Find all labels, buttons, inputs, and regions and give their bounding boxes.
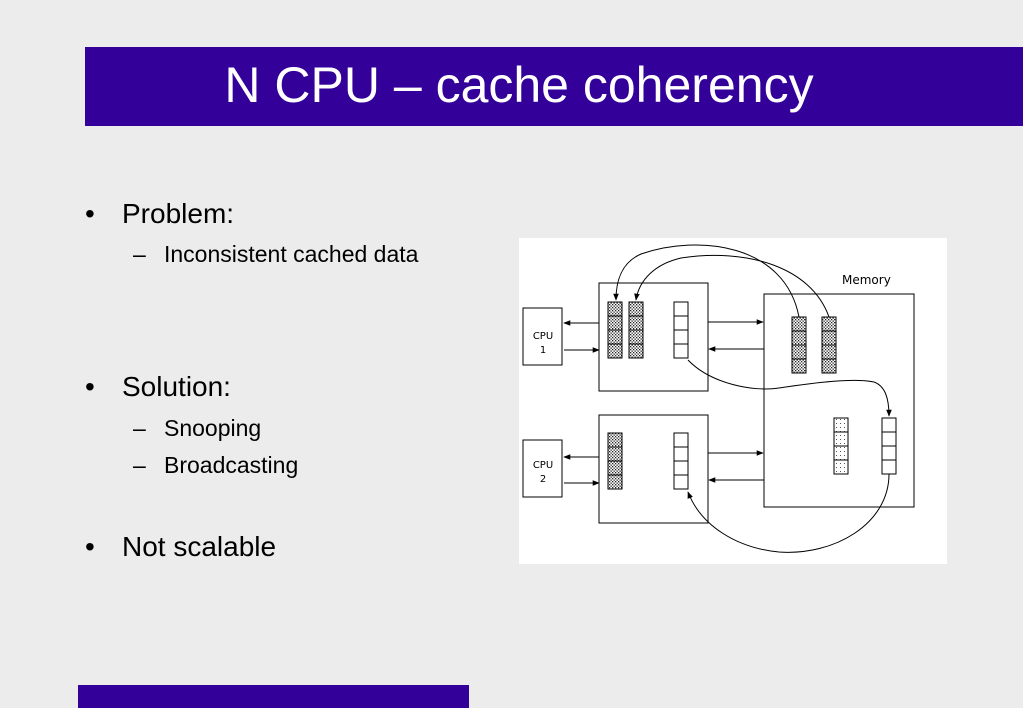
cache1-clean-block	[673, 301, 689, 359]
slide-title: N CPU – cache coherency	[224, 57, 814, 113]
cache1-box	[598, 282, 709, 392]
memory-dirty-blocks	[791, 316, 837, 374]
footer-bar	[78, 685, 469, 708]
sub-bullet-text: Snooping	[164, 415, 262, 441]
arrow-memory-to-cache1-block-b	[634, 254, 830, 318]
memory-label: Memory	[842, 273, 891, 287]
arrow-memory-to-cache1-block-a	[613, 244, 800, 318]
arrow-memory-to-cache2-block	[687, 473, 890, 553]
cpu2-number: 2	[540, 474, 546, 485]
memory-clean-block	[881, 417, 897, 475]
bullet-marker: •	[85, 531, 95, 562]
bullet-text: Not scalable	[122, 531, 277, 562]
arrow-cache1-to-memory-block	[687, 359, 892, 417]
memory-light-block	[833, 417, 849, 475]
cpu2-label: CPU	[533, 460, 553, 471]
bullet-solution: • Solution:	[85, 370, 231, 404]
bullet-text: Problem:	[122, 198, 235, 229]
sub-bullet-text: Broadcasting	[164, 452, 299, 478]
sub-bullet-broadcasting: –Broadcasting	[133, 451, 298, 479]
sub-bullet-marker: –	[133, 241, 146, 267]
bullet-text: Solution:	[122, 371, 231, 402]
cache-coherency-diagram: Memory CPU 1 CPU 2	[519, 238, 947, 564]
cpu2-box	[522, 439, 563, 498]
cpu1-box	[522, 307, 563, 366]
cache2-clean-block	[673, 432, 689, 490]
sub-bullet-text: Inconsistent cached data	[164, 241, 419, 267]
bullet-marker: •	[85, 198, 95, 229]
sub-bullet-snooping: –Snooping	[133, 414, 261, 442]
cache2-dirty-block	[607, 432, 623, 490]
bullet-marker: •	[85, 371, 95, 402]
cache2-box	[598, 414, 709, 524]
sub-bullet-marker: –	[133, 452, 146, 478]
cache1-dirty-blocks	[607, 301, 644, 359]
sub-bullet-inconsistent: –Inconsistent cached data	[133, 240, 418, 268]
bullet-problem: • Problem:	[85, 197, 234, 231]
memory-box	[763, 293, 915, 508]
sub-bullet-marker: –	[133, 415, 146, 441]
cpu1-number: 1	[540, 345, 546, 356]
bullet-not-scalable: • Not scalable	[85, 530, 276, 564]
title-bar	[85, 47, 1023, 126]
cpu1-label: CPU	[533, 331, 553, 342]
bullet-list: •Problem: –Inconsistent cached data •Sol…	[85, 0, 505, 708]
